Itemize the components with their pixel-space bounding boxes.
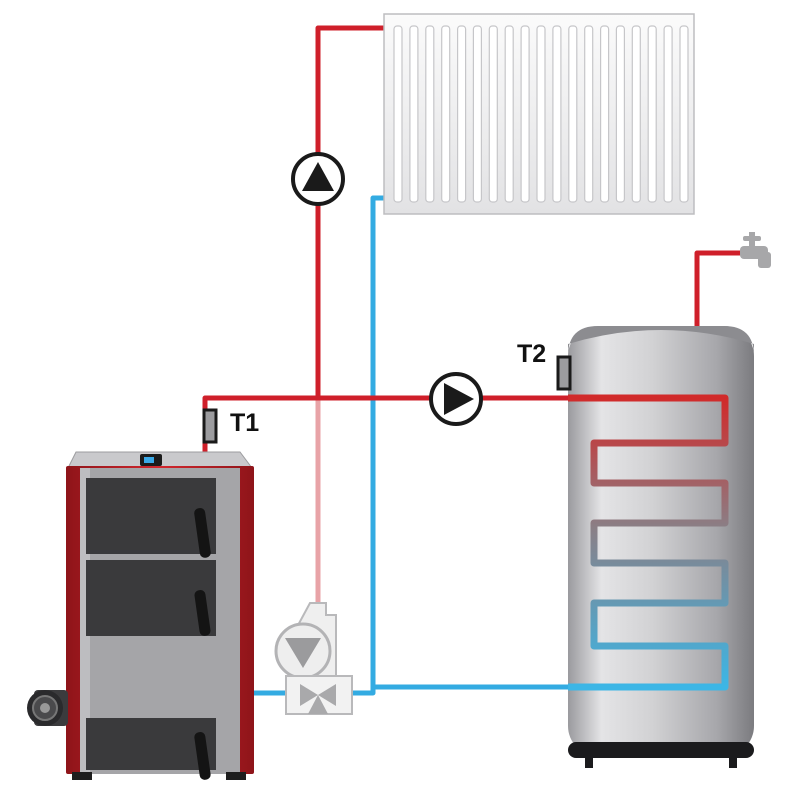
water-tap-icon[interactable] — [740, 232, 771, 268]
radiator-fin — [472, 25, 482, 203]
radiator-fin — [425, 25, 435, 203]
radiator-fin — [504, 25, 514, 203]
radiator-fin — [520, 25, 530, 203]
supply-pipe-radiator — [315, 25, 385, 398]
radiator-fin — [647, 25, 657, 203]
radiator-fin — [584, 25, 594, 203]
radiator-fin — [615, 25, 626, 203]
temperature-sensor-t2[interactable] — [556, 355, 572, 391]
radiator-fins — [393, 25, 689, 203]
radiator-fin — [457, 25, 467, 203]
radiator — [383, 13, 695, 215]
pellet-burner-icon — [27, 690, 68, 726]
pump-icon — [444, 383, 474, 415]
radiator-fin — [409, 25, 419, 203]
door-handle[interactable] — [194, 507, 212, 558]
hot-water-tank — [568, 326, 754, 768]
return-pipe-radiator — [370, 195, 385, 693]
radiator-fin — [552, 25, 562, 203]
boiler-door-middle[interactable] — [86, 560, 216, 636]
mixing-valve-assembly[interactable] — [274, 602, 353, 715]
heating-coil — [568, 394, 729, 691]
boiler-door-top[interactable] — [86, 478, 216, 554]
radiator-fin — [536, 25, 546, 203]
door-handle[interactable] — [194, 589, 211, 636]
door-handle[interactable] — [194, 731, 212, 780]
radiator-fin — [568, 25, 578, 203]
pump-radiator[interactable] — [291, 152, 345, 206]
pump-tank[interactable] — [429, 372, 483, 426]
radiator-fin — [599, 25, 610, 203]
mixing-pump-icon — [285, 638, 321, 668]
radiator-fin — [441, 25, 451, 203]
sensor-label-t2: T2 — [517, 340, 546, 368]
hot-water-pipe — [694, 250, 742, 326]
boiler-door-bottom[interactable] — [86, 718, 216, 770]
sensor-label-t1: T1 — [230, 409, 259, 437]
boiler — [27, 451, 254, 780]
radiator-fin — [679, 25, 689, 203]
radiator-fin — [663, 25, 673, 203]
radiator-fin — [631, 25, 641, 203]
return-pipe-tank — [352, 684, 725, 696]
temperature-sensor-t1[interactable] — [202, 408, 218, 444]
radiator-fin — [393, 25, 403, 203]
radiator-fin — [488, 25, 498, 203]
mixing-valve-icon — [300, 684, 336, 714]
pump-icon — [302, 162, 334, 191]
